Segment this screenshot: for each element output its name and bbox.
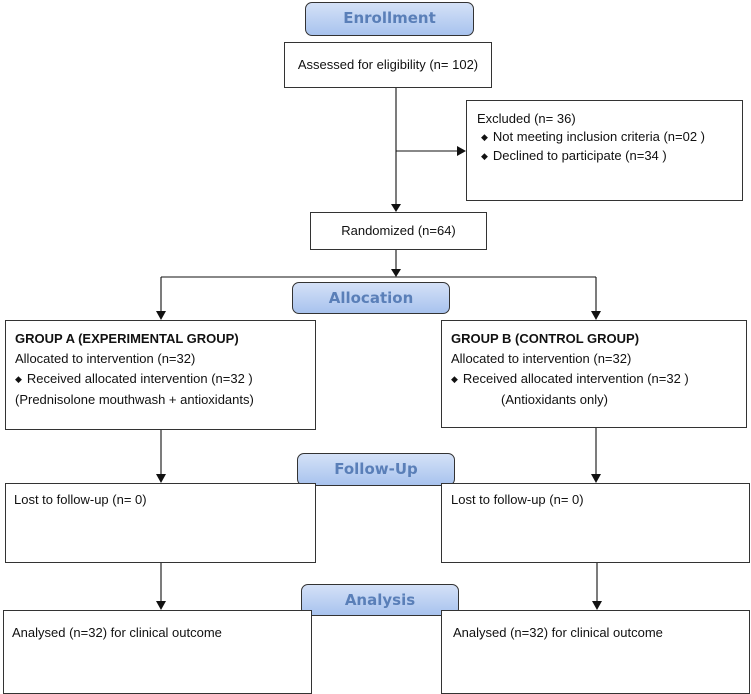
box-group-b: GROUP B (CONTROL GROUP) Allocated to int… [441,320,747,428]
arrowhead-group-b [591,311,601,320]
box-randomized: Randomized (n=64) [310,212,487,250]
arrowhead-randomized [391,204,401,212]
group-b-title: GROUP B (CONTROL GROUP) [451,331,640,346]
stage-followup: Follow-Up [297,453,455,486]
box-excluded: Excluded (n= 36) ◆Not meeting inclusion … [466,100,743,201]
box-lost-b: Lost to follow-up (n= 0) [441,483,750,563]
group-b-detail: (Antioxidants only) [501,392,608,407]
group-a-allocated: Allocated to intervention (n=32) [15,351,196,366]
diamond-bullet-icon: ◆ [481,132,488,142]
arrowhead-analysis-a [156,601,166,610]
arrowhead-followup-b [591,474,601,483]
box-lost-a: Lost to follow-up (n= 0) [5,483,316,563]
arrowhead-group-a [156,311,166,320]
group-a-title: GROUP A (EXPERIMENTAL GROUP) [15,331,239,346]
diamond-bullet-icon: ◆ [481,151,488,161]
box-analysed-b: Analysed (n=32) for clinical outcome [441,610,750,694]
arrowhead-allocation [391,269,401,277]
arrowhead-analysis-b [592,601,602,610]
group-a-received: ◆Received allocated intervention (n=32 ) [15,371,253,386]
excluded-title: Excluded (n= 36) [477,111,576,126]
group-b-received: ◆Received allocated intervention (n=32 ) [451,371,689,386]
arrowhead-excluded [457,146,466,156]
excluded-item: ◆Declined to participate (n=34 ) [481,148,667,163]
box-group-a: GROUP A (EXPERIMENTAL GROUP) Allocated t… [5,320,316,430]
group-a-detail: (Prednisolone mouthwash + antioxidants) [15,392,254,407]
stage-enrollment: Enrollment [305,2,474,36]
arrowhead-followup-a [156,474,166,483]
diamond-bullet-icon: ◆ [15,374,22,384]
excluded-item: ◆Not meeting inclusion criteria (n=02 ) [481,129,705,144]
box-assessed: Assessed for eligibility (n= 102) [284,42,492,88]
box-analysed-a: Analysed (n=32) for clinical outcome [3,610,312,694]
stage-allocation: Allocation [292,282,450,314]
diamond-bullet-icon: ◆ [451,374,458,384]
stage-analysis: Analysis [301,584,459,616]
group-b-allocated: Allocated to intervention (n=32) [451,351,632,366]
